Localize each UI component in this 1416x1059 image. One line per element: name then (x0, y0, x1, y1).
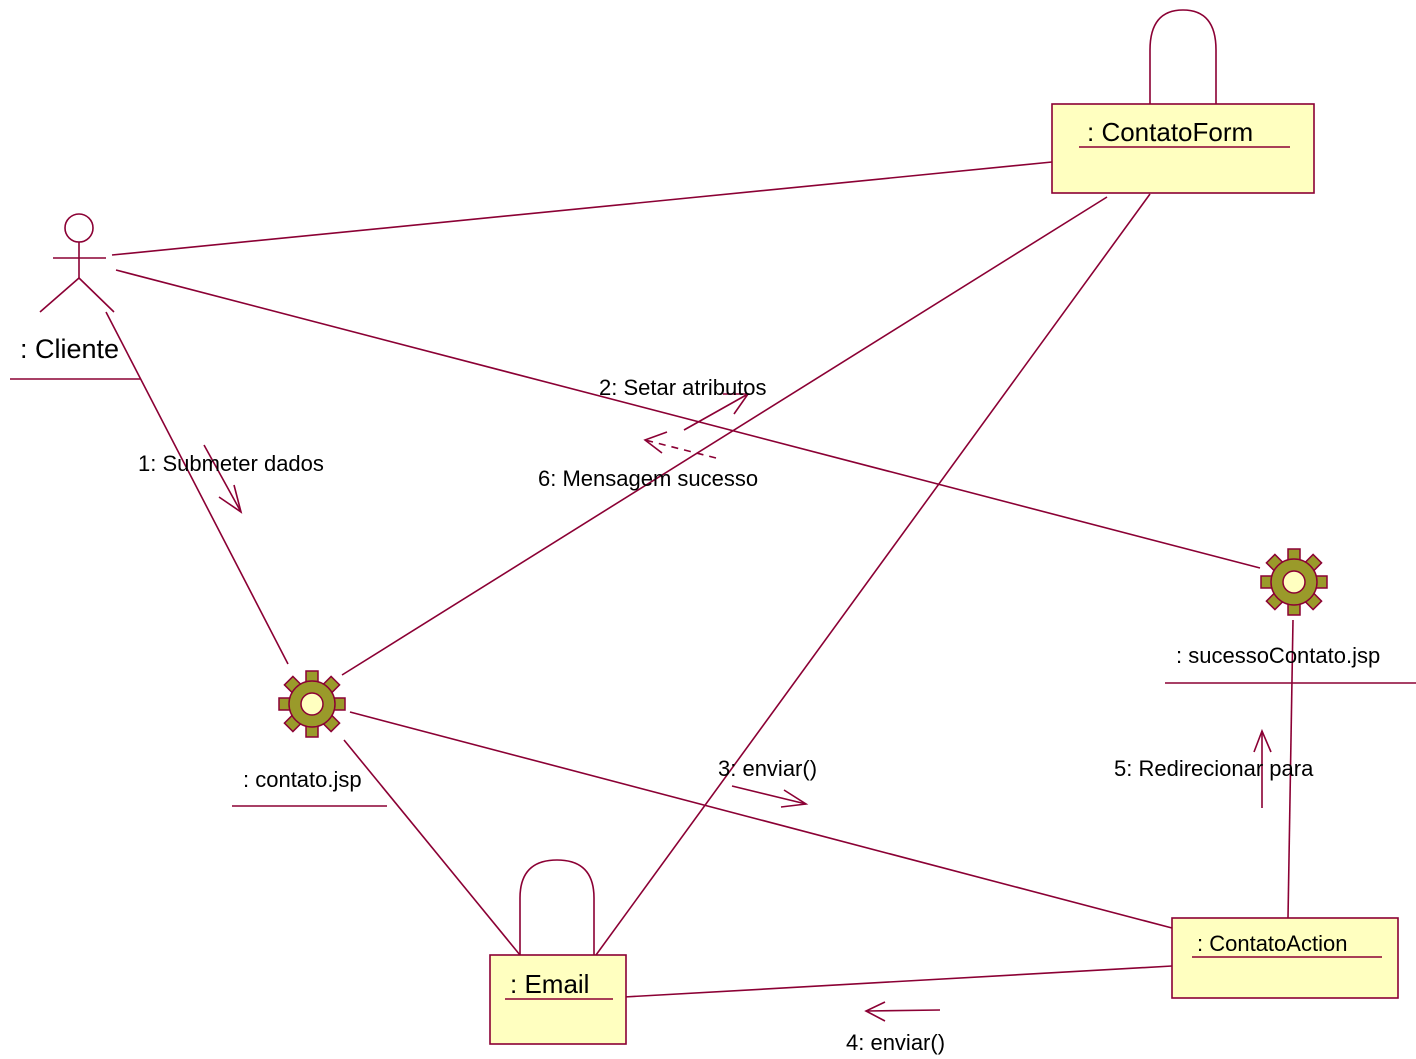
self-link-contatoform (1149, 9, 1217, 104)
page-sucesso-jsp[interactable]: : sucessoContato.jsp (1165, 548, 1416, 684)
links (105, 9, 1294, 998)
actor-stick-figure-icon (39, 213, 115, 313)
arrow-submeter-dados (203, 444, 243, 514)
link-contatojsp-contatoaction (349, 711, 1173, 929)
link-cliente-sucessojsp (115, 269, 1261, 569)
page-contato-jsp-label: : contato.jsp (243, 767, 362, 792)
link-email-contatoaction (623, 965, 1173, 998)
link-cliente-contatoform (111, 161, 1053, 256)
message-4-label: 4: enviar() (846, 1030, 945, 1055)
arrow-setar-atributos (683, 393, 750, 431)
link-email-contatoform (595, 193, 1151, 956)
message-3-label: 3: enviar() (718, 756, 817, 781)
arrow-redirecionar (1253, 728, 1272, 808)
page-sucesso-jsp-label: : sucessoContato.jsp (1176, 643, 1380, 668)
object-contatoform-label: : ContatoForm (1087, 117, 1253, 147)
link-contatoaction-sucessojsp (1287, 619, 1294, 919)
message-arrows (203, 393, 1272, 1022)
gear-icon (1260, 548, 1328, 616)
message-6-label: 6: Mensagem sucesso (538, 466, 758, 491)
self-link-email (519, 859, 595, 955)
actor-cliente-label: : Cliente (20, 334, 119, 364)
arrow-mensagem-sucesso (643, 431, 717, 459)
link-contatojsp-email (343, 739, 521, 956)
gear-icon (278, 670, 346, 738)
arrow-enviar-3 (731, 785, 809, 808)
page-contato-jsp[interactable]: : contato.jsp (232, 670, 387, 807)
arrow-enviar-4 (864, 1001, 941, 1022)
message-5-label: 5: Redirecionar para (1114, 756, 1314, 781)
link-cliente-contatojsp (105, 311, 289, 665)
link-contatojsp-contatoform (341, 196, 1108, 676)
object-contatoaction-label: : ContatoAction (1197, 931, 1347, 956)
message-labels: 1: Submeter dados 2: Setar atributos 3: … (138, 375, 1314, 1055)
message-2-label: 2: Setar atributos (599, 375, 767, 400)
message-1-label: 1: Submeter dados (138, 451, 324, 476)
object-email-label: : Email (510, 969, 589, 999)
object-email[interactable]: : Email (489, 954, 627, 1045)
object-contatoaction[interactable]: : ContatoAction (1171, 917, 1399, 999)
actor-cliente[interactable]: : Cliente (10, 213, 140, 380)
object-contatoform[interactable]: : ContatoForm (1051, 103, 1315, 194)
